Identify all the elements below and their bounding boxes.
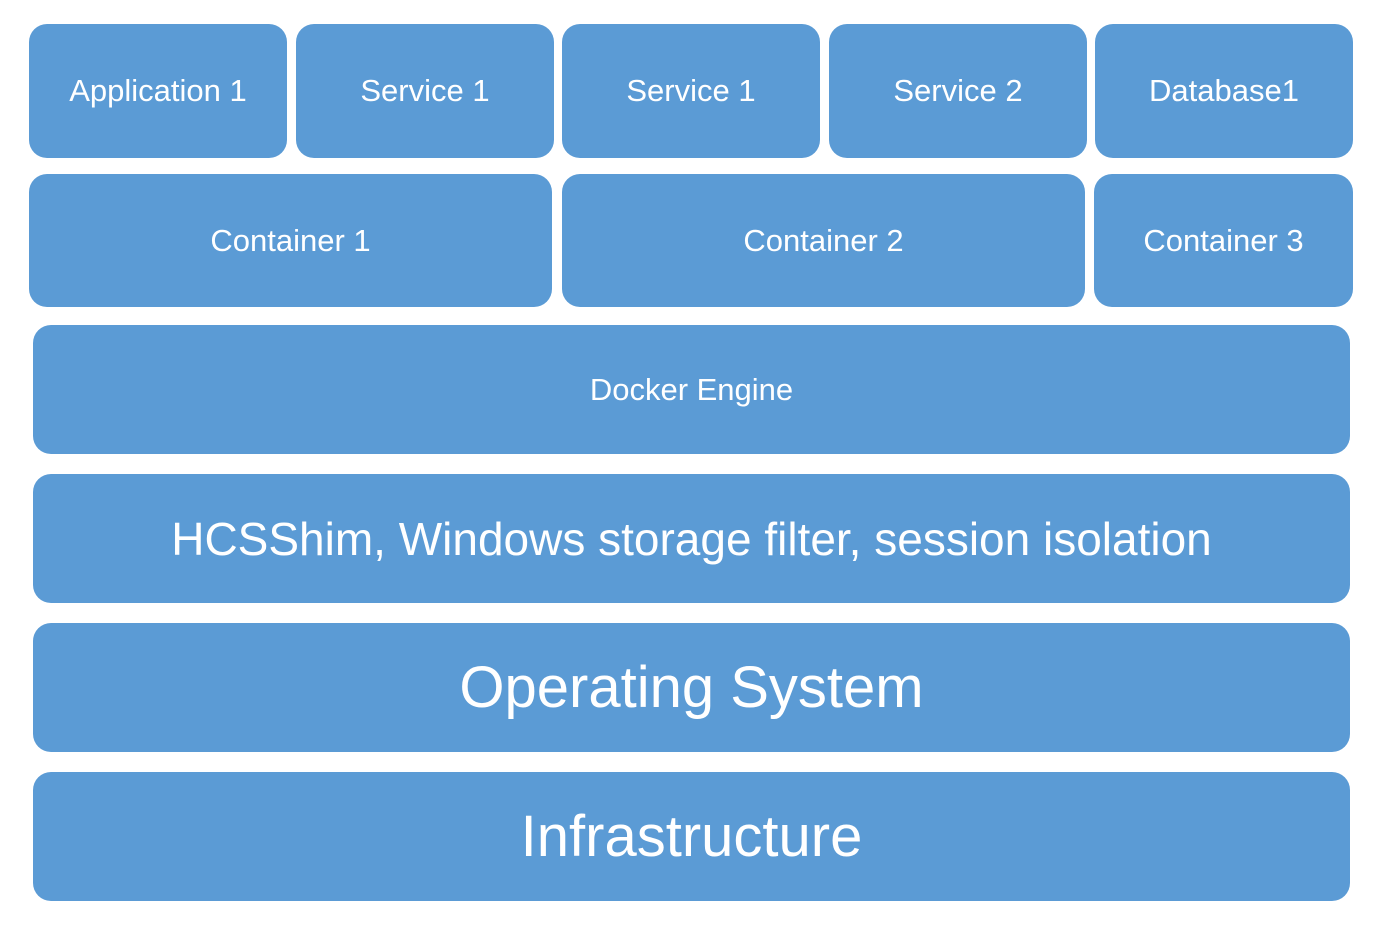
layer-label: Operating System	[459, 655, 924, 720]
container-2: Container 2	[562, 174, 1085, 307]
operating-system-layer: Operating System	[33, 623, 1350, 752]
workload-label: Database1	[1149, 73, 1299, 108]
container-3: Container 3	[1094, 174, 1353, 307]
workload-label: Service 2	[893, 73, 1023, 108]
layer-label: HCSShim, Windows storage filter, session…	[171, 512, 1212, 565]
isolation-layer: HCSShim, Windows storage filter, session…	[33, 474, 1350, 603]
container-1: Container 1	[29, 174, 552, 307]
workload-service-1b: Service 1	[562, 24, 820, 158]
docker-engine-layer: Docker Engine	[33, 325, 1350, 454]
container-label: Container 2	[743, 222, 904, 258]
layer-label: Docker Engine	[589, 371, 794, 407]
container-label: Container 1	[210, 222, 371, 258]
workload-service-2: Service 2	[829, 24, 1087, 158]
layer-label: Infrastructure	[520, 804, 863, 869]
container-label: Container 3	[1143, 222, 1304, 258]
workload-service-1a: Service 1	[296, 24, 554, 158]
workload-database-1: Database1	[1095, 24, 1353, 158]
workload-application-1: Application 1	[29, 24, 287, 158]
workload-label: Service 1	[626, 73, 756, 108]
workload-label: Service 1	[360, 73, 490, 108]
infrastructure-layer: Infrastructure	[33, 772, 1350, 901]
workload-label: Application 1	[69, 73, 247, 108]
